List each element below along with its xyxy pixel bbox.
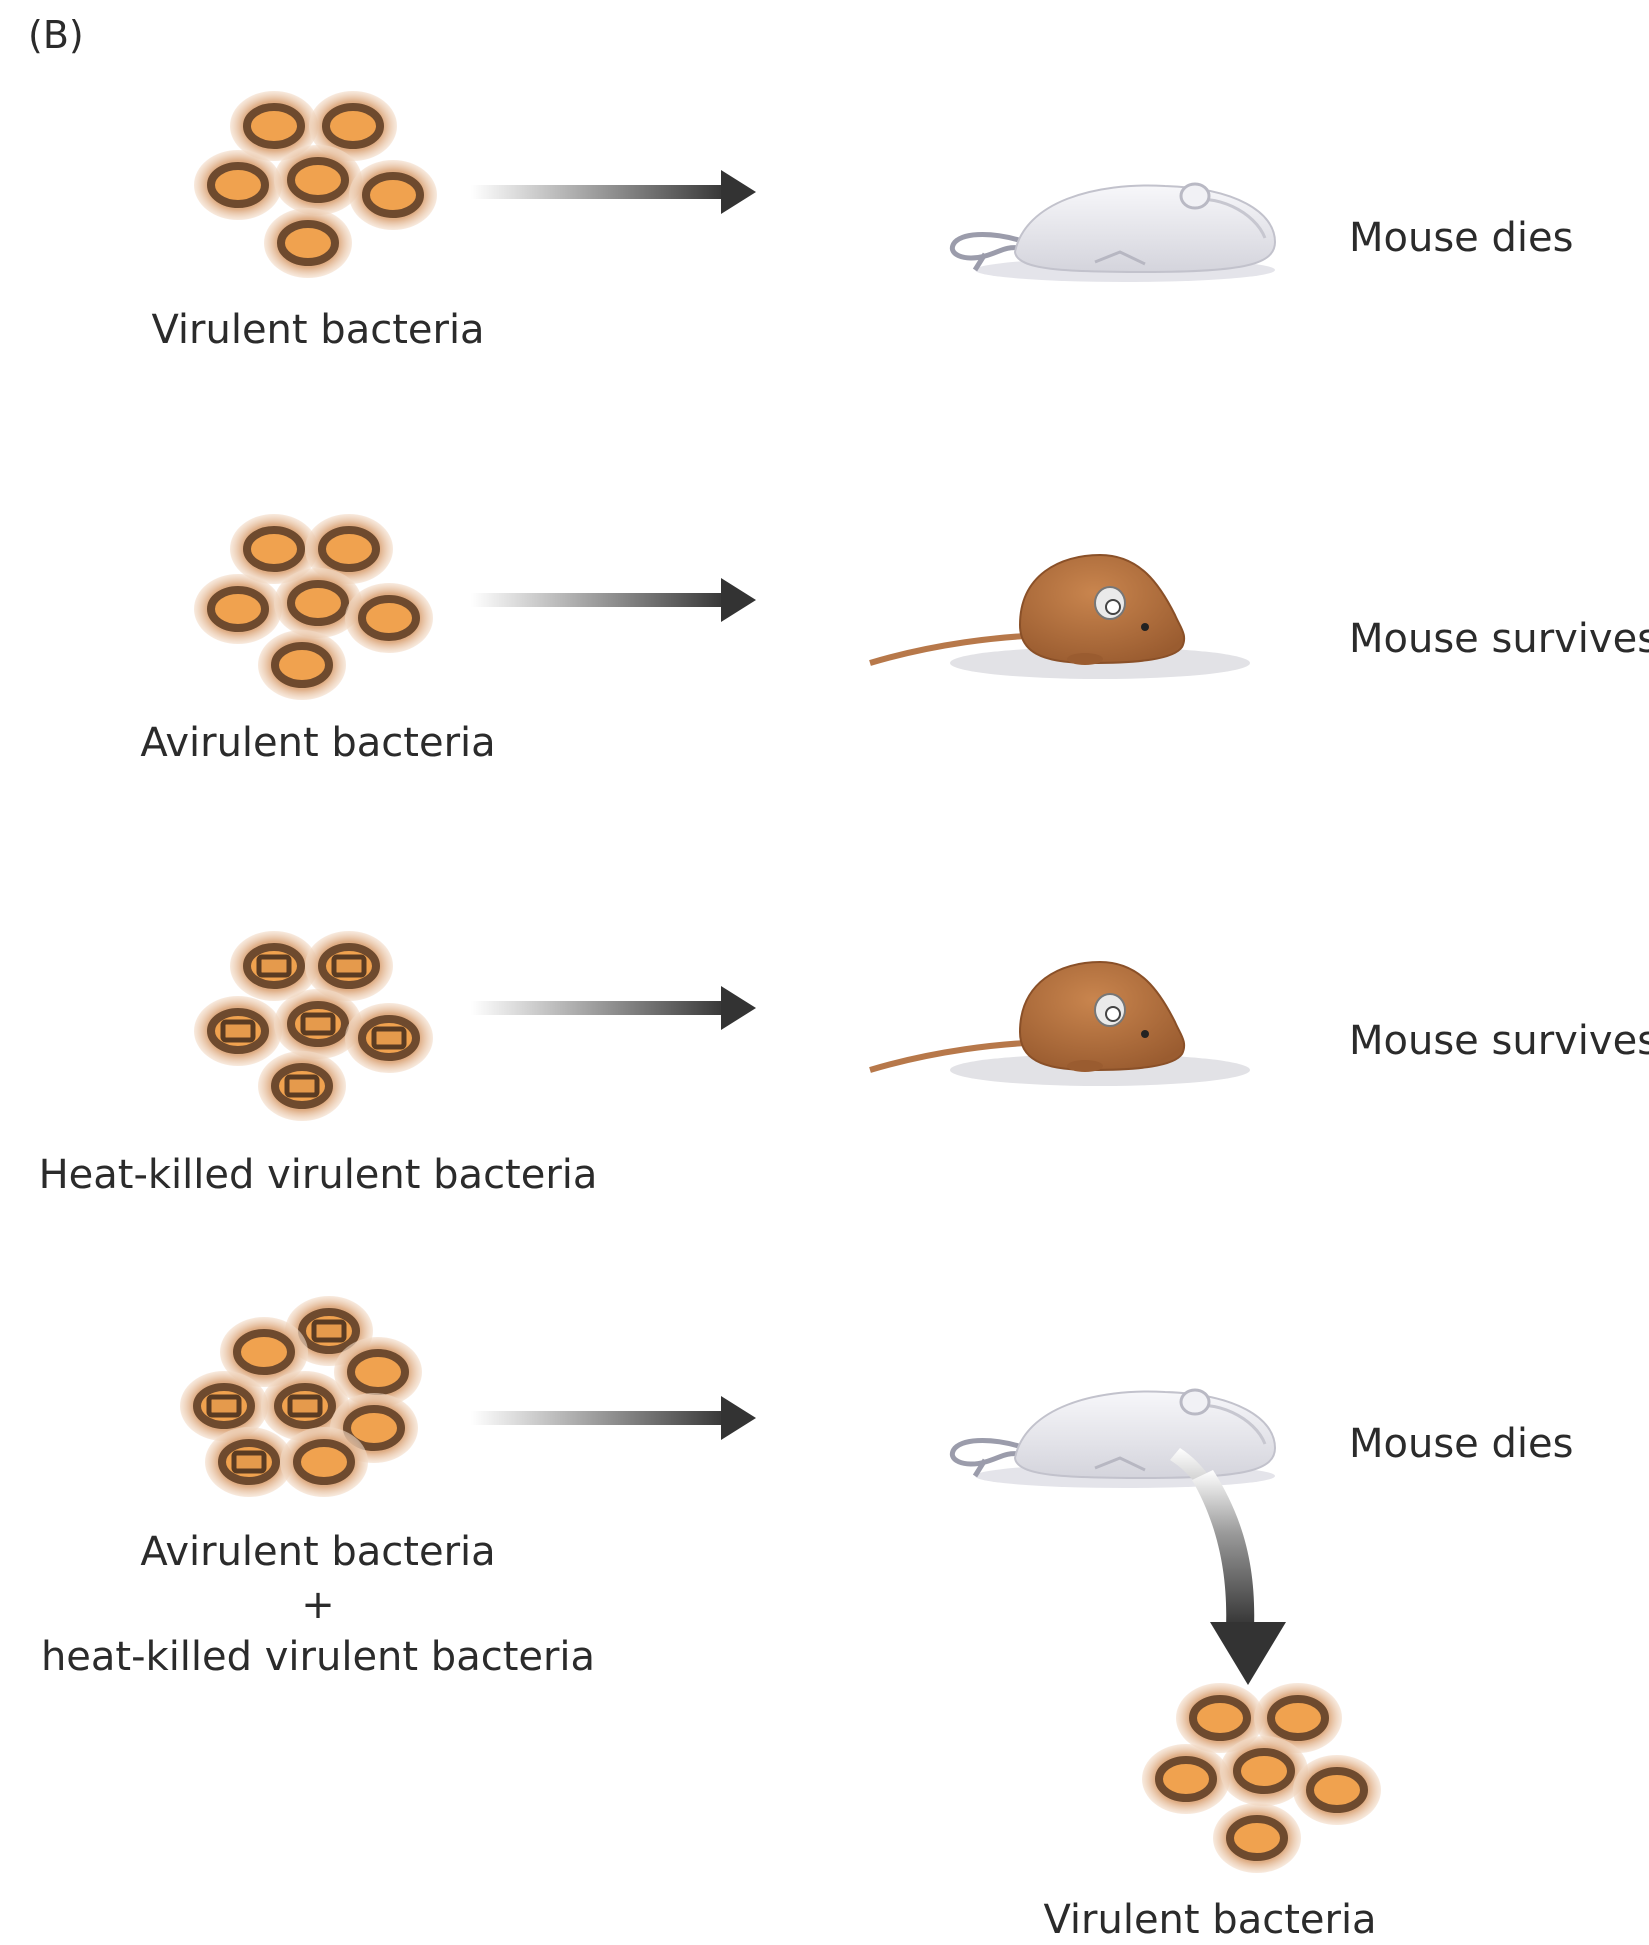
bacteria-cluster-icon (180, 1296, 422, 1497)
bacteria-cluster-icon (194, 931, 433, 1121)
recovered-bacteria-label: Virulent bacteria (1043, 1900, 1376, 1940)
input-label: heat-killed virulent bacteria (41, 1637, 595, 1677)
outcome-label: Mouse dies (1349, 1424, 1573, 1464)
arrow-right-icon (471, 1396, 756, 1440)
arrow-right-icon (471, 170, 756, 214)
panel-label: (B) (28, 16, 84, 54)
plus-sign: + (301, 1585, 335, 1625)
row-4 (180, 1296, 1381, 1873)
input-label: Avirulent bacteria (140, 1532, 495, 1572)
input-label: Virulent bacteria (151, 310, 484, 350)
dead-mouse-icon (952, 1390, 1275, 1488)
input-label: Avirulent bacteria (140, 723, 495, 763)
outcome-label: Mouse dies (1349, 218, 1573, 258)
arrow-right-icon (471, 986, 756, 1030)
outcome-label: Mouse survives (1349, 619, 1649, 659)
input-label: Heat-killed virulent bacteria (39, 1155, 598, 1195)
live-mouse-icon (870, 962, 1250, 1086)
bacteria-cluster-icon (1142, 1683, 1381, 1873)
bacteria-cluster-icon (194, 514, 433, 700)
bacteria-cluster-icon (194, 91, 437, 278)
arrow-right-icon (471, 578, 756, 622)
row-1 (194, 91, 1275, 282)
outcome-label: Mouse survives (1349, 1021, 1649, 1061)
row-2 (194, 514, 1250, 700)
live-mouse-icon (870, 555, 1250, 679)
dead-mouse-icon (952, 184, 1275, 282)
row-3 (194, 931, 1250, 1121)
